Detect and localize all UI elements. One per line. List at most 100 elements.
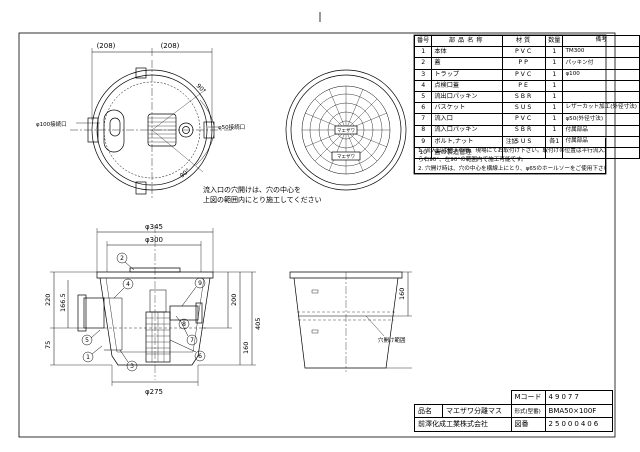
balloon-8: 8 xyxy=(182,321,186,328)
row-name: 蓋 xyxy=(431,57,504,70)
balloon-1: 1 xyxy=(86,354,90,361)
notes-box: 注記 1. 流入口は施工の際、現場にてお取付け下さい。取付けの位置は平行流入か … xyxy=(414,138,606,174)
name-value: マエザワ分離マス xyxy=(442,403,512,418)
row-name: ボルト,ナット xyxy=(431,135,504,148)
sheet-border xyxy=(18,32,616,438)
row-no: 2 xyxy=(413,57,433,70)
balloon-2: 2 xyxy=(120,255,124,262)
row-material: SBR xyxy=(502,90,547,104)
row-remark: パッキン付 xyxy=(562,57,640,70)
dim-275: φ275 xyxy=(145,388,163,396)
balloon-3: 3 xyxy=(130,363,134,370)
row-name: 点検口蓋 xyxy=(431,79,504,92)
balloon-9: 9 xyxy=(198,280,202,287)
row-remark: φ100 xyxy=(562,68,640,81)
row-material: SBR xyxy=(502,124,547,137)
row-name: バスケット xyxy=(431,102,504,115)
row-qty: 1 xyxy=(545,113,564,126)
row-material: PP xyxy=(502,57,547,70)
row-qty: 1 xyxy=(545,68,564,81)
row-name: トラップ xyxy=(431,68,504,81)
row-qty: 各1 xyxy=(545,135,564,148)
top-dim-right: (208) xyxy=(161,42,180,50)
company-name: 前澤化成工業株式会社 xyxy=(414,417,512,432)
row-name: 流入口 xyxy=(431,113,504,126)
label-outlet: φ100接続口 xyxy=(36,120,67,128)
cover-mark: マエザワ xyxy=(337,128,355,134)
note-line: 2. 穴開け時は、穴の中心を横線上にとり、φ65のホールソーをご使用下さい。 xyxy=(418,166,605,172)
side-dim-160: 160 xyxy=(398,288,406,300)
row-material: PE xyxy=(502,79,547,92)
header-no: 番号 xyxy=(413,34,433,48)
dim-200: 200 xyxy=(230,294,238,306)
row-no: 6 xyxy=(413,102,433,115)
section-view xyxy=(50,225,256,386)
row-qty xyxy=(545,146,564,160)
row-no: 4 xyxy=(413,79,433,92)
balloon-6: 6 xyxy=(198,353,202,360)
title-block: Mコード 49077 品名 マエザワ分離マス 形式(型番) BMA50×100F… xyxy=(414,390,613,432)
note-line: 1. 流入口は施工の際、現場にてお取付け下さい。取付けの位置は平行流入か xyxy=(418,148,605,154)
row-qty: 1 xyxy=(545,102,564,115)
row-remark: φ50(外径寸法) xyxy=(562,113,640,126)
balloon-4: 4 xyxy=(126,281,130,288)
row-material: SUS xyxy=(502,102,547,115)
dim-405: 405 xyxy=(254,318,262,330)
row-no: 1 xyxy=(413,46,433,59)
row-remark: 付属部品 xyxy=(562,124,640,137)
header-remark: 備考 xyxy=(562,34,640,48)
drawing-note: 流入口の穴開けは、穴の中心を 上図の範囲内にとり施工してください xyxy=(203,185,322,205)
dim-300: φ300 xyxy=(145,236,163,244)
dim-160: 160 xyxy=(242,342,250,354)
cover-logo-mark: マエザワ xyxy=(337,154,355,160)
cover-view xyxy=(285,69,407,191)
row-name: 流出口パッキン xyxy=(431,90,504,104)
row-qty: 1 xyxy=(545,57,564,70)
row-remark xyxy=(562,146,640,160)
side-view xyxy=(289,271,412,372)
balloon-labels: 1 2 3 4 5 6 7 8 9 xyxy=(85,255,202,370)
row-remark: 付属部品 xyxy=(562,135,640,148)
header-material: 材質 xyxy=(502,34,547,48)
top-dim-left: (208) xyxy=(97,42,116,50)
top-angle-upper: 90° xyxy=(195,82,207,94)
drawing-note-line: 流入口の穴開けは、穴の中心を xyxy=(203,186,301,194)
header-name: 部品名称 xyxy=(431,34,504,48)
model-value: BMA50×100F xyxy=(544,403,613,418)
mcode-label: Mコード xyxy=(510,390,546,405)
dim-75: 75 xyxy=(44,341,52,349)
mcode-value: 49077 xyxy=(544,390,613,405)
dim-345: φ345 xyxy=(145,223,163,231)
parts-header-row: 番号 部品名称 材質 数量 備考 xyxy=(413,34,640,48)
row-qty: 1 xyxy=(545,124,564,137)
row-qty: 1 xyxy=(545,90,564,104)
model-label: 形式(型番) xyxy=(510,403,546,418)
row-material: PVC xyxy=(502,68,547,81)
row-name: 流入口パッキン xyxy=(431,124,504,137)
top-view xyxy=(70,48,232,200)
row-remark: レザーカット加工(外径寸法) xyxy=(562,102,640,115)
label-inlet: φ50接続口 xyxy=(218,123,245,131)
balloon-5: 5 xyxy=(85,337,89,344)
header-qty: 数量 xyxy=(545,34,564,48)
row-material: PVC xyxy=(502,113,547,126)
row-no: 9 xyxy=(413,135,433,148)
drawing-no-value: 25000406 xyxy=(544,417,613,432)
row-name: 蓋の製造管理 xyxy=(431,146,504,160)
row-no: 10 xyxy=(413,146,433,160)
row-no: 5 xyxy=(413,90,433,104)
note-line: ら右90°、左90°の範囲内で施工可能です。 xyxy=(418,157,527,163)
row-no: 8 xyxy=(413,124,433,137)
row-remark xyxy=(562,90,640,104)
balloon-7: 7 xyxy=(190,337,194,344)
